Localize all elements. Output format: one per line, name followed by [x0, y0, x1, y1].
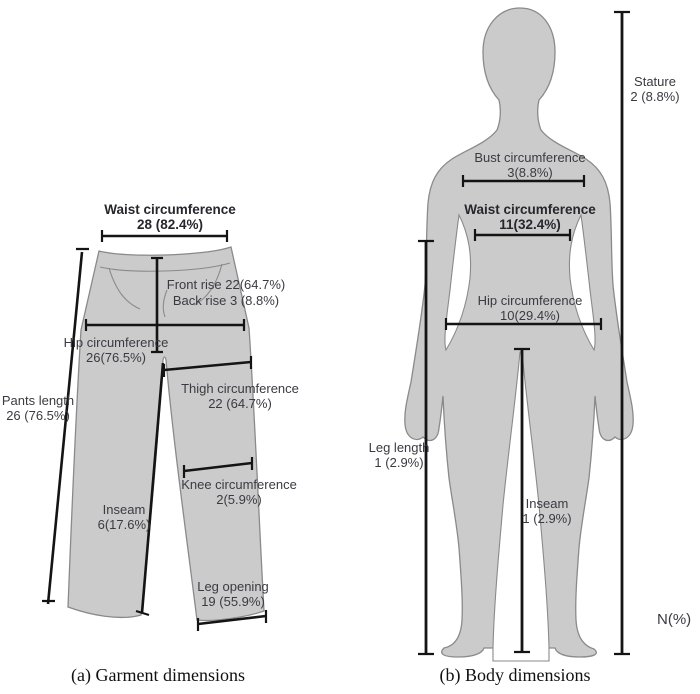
thigh-value: 22 (64.7%): [208, 396, 272, 411]
pants-outline: [67, 246, 265, 622]
pants-silhouette: [67, 246, 265, 622]
pants-hip-label: Hip circumference 26(76.5%): [64, 335, 169, 365]
bust-label: Bust circumference 3(8.8%): [474, 150, 585, 180]
body-waist-name: Waist circumference: [464, 202, 596, 217]
pants-thigh-measure-line: [163, 360, 252, 372]
knee-value: 2(5.9%): [216, 492, 262, 507]
measure-cap: [182, 457, 254, 478]
pants-inseam-name: Inseam: [102, 502, 146, 517]
pants-length-label: Pants length 26 (76.5%): [2, 393, 74, 423]
body-waist-label: Waist circumference 11(32.4%): [464, 202, 596, 232]
leg-opening-value: 19 (55.9%): [201, 594, 265, 609]
leg-opening-name: Leg opening: [197, 579, 269, 594]
measure-cap: [196, 610, 268, 631]
pants-waist-value: 28 (82.4%): [136, 217, 204, 232]
measure-cap: [418, 239, 434, 656]
thigh-label: Thigh circumference 22 (64.7%): [181, 381, 299, 411]
knee-label: Knee circumference 2(5.9%): [181, 477, 297, 507]
measure-cap: [461, 175, 586, 187]
pants-inseam-value: 6(17.6%): [97, 517, 151, 532]
back-rise-text: Back rise 3 (8.8%): [172, 293, 280, 308]
body-caption: (b) Body dimensions: [439, 665, 591, 685]
pants-measure-lines: [42, 230, 268, 631]
pants-fly-line: [162, 289, 168, 318]
measure-cap: [151, 256, 163, 354]
bust-name: Bust circumference: [474, 150, 586, 165]
leg-length-value: 1 (2.9%): [374, 455, 424, 470]
stature-label: Stature 2 (8.8%): [630, 74, 679, 104]
unit-note: N(%): [657, 611, 692, 628]
leg-length-label: Leg length 1 (2.9%): [369, 440, 430, 470]
measure-cap: [100, 230, 229, 242]
pants-hip-value: 26(76.5%): [86, 350, 146, 365]
thigh-name: Thigh circumference: [181, 381, 299, 396]
pants-inseam-measure-line: [140, 362, 165, 614]
leg-opening-label: Leg opening 19 (55.9%): [197, 579, 269, 609]
pants-inseam-label: Inseam 6(17.6%): [98, 502, 151, 532]
measure-cap: [444, 318, 603, 330]
bust-value: 3(8.8%): [507, 165, 553, 180]
pants-length-measure-line: [46, 251, 84, 605]
stature-value: 2 (8.8%): [630, 89, 680, 104]
pants-waist-label: Waist circumference 28 (82.4%): [104, 202, 236, 232]
pants-rise-label: Front rise 22(64.7%) Back rise 3 (8.8%): [167, 277, 286, 309]
body-hip-label: Hip circumference 10(29.4%): [478, 293, 583, 323]
knee-name: Knee circumference: [181, 477, 297, 492]
pants-waist-name: Waist circumference: [104, 202, 236, 217]
body-waist-value: 11(32.4%): [499, 217, 561, 232]
stature-name: Stature: [634, 74, 676, 89]
garment-caption: (a) Garment dimensions: [71, 665, 245, 685]
body-measure-lines: [418, 10, 630, 656]
pants-length-value: 26 (76.5%): [6, 408, 70, 423]
body-hip-name: Hip circumference: [477, 293, 583, 308]
pants-leg-opening-measure-line: [197, 614, 267, 626]
pants-waistband-line: [99, 262, 231, 272]
front-rise-text: Front rise 22(64.7%): [166, 277, 286, 292]
measure-cap: [614, 10, 630, 656]
measure-cap: [84, 319, 246, 331]
measure-cap: [514, 347, 530, 654]
body-left-arm-gap: [444, 213, 472, 352]
measure-cap: [42, 247, 89, 603]
body-inseam-value: 1 (2.9%): [522, 511, 572, 526]
pants-right-pocket-line: [193, 263, 223, 306]
pants-knee-measure-line: [183, 461, 253, 473]
body-silhouette: [404, 7, 634, 662]
body-inseam-label: Inseam 1 (2.9%): [522, 496, 571, 526]
pants-length-name: Pants length: [1, 393, 75, 408]
leg-length-name: Leg length: [368, 440, 430, 455]
pants-hip-name: Hip circumference: [63, 335, 169, 350]
body-inseam-name: Inseam: [525, 496, 569, 511]
measure-cap: [473, 229, 572, 241]
measure-cap: [135, 609, 150, 617]
body-hip-value: 10(29.4%): [500, 308, 560, 323]
body-right-arm-gap: [568, 213, 596, 352]
pants-left-pocket-line: [108, 267, 141, 310]
